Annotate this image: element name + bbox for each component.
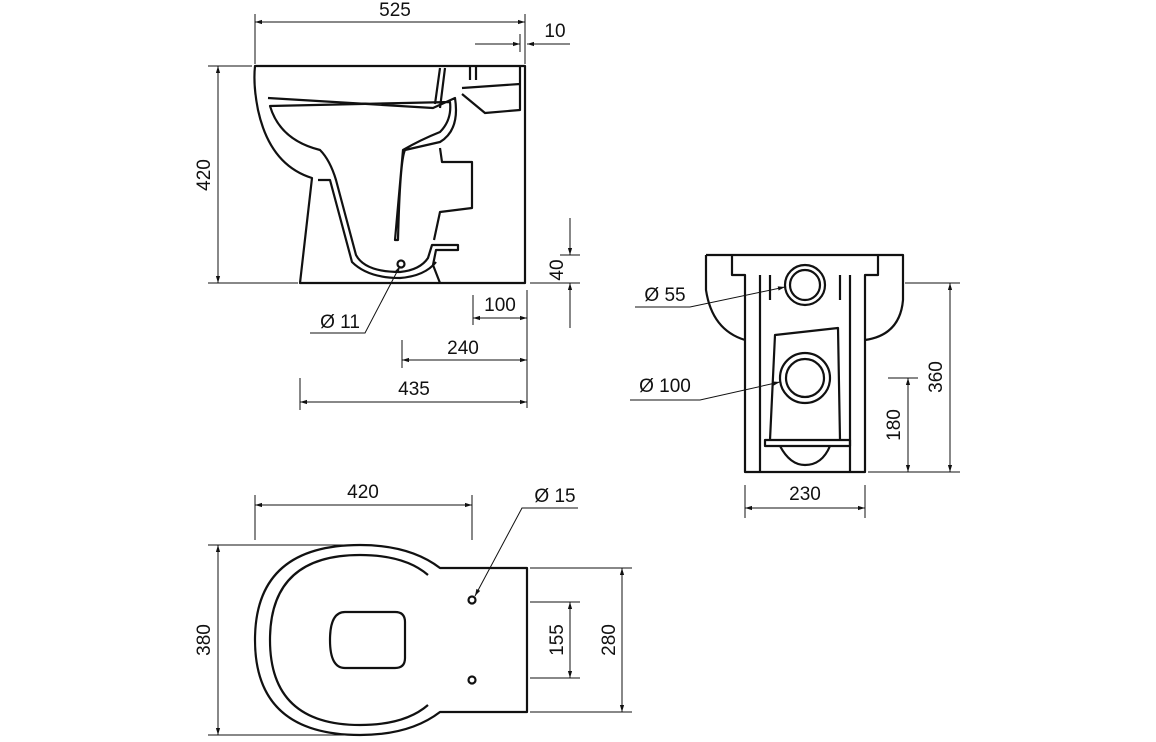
outlet-circle [778,351,832,405]
dim-label-100: 100 [484,295,516,316]
inlet-circle-inner [788,268,822,302]
dim-label-280: 280 [599,624,620,656]
dim-label-55: Ø 55 [644,285,685,306]
top-outline [253,543,529,737]
dim-label-240: 240 [447,338,479,359]
dim-label-10: 10 [544,21,565,42]
rear-profile [432,147,474,241]
dim-label-435: 435 [398,379,430,400]
rear-body [730,255,880,474]
dim-label-40: 40 [547,259,568,280]
dim-label-360: 360 [926,361,947,393]
dim-label-525: 525 [379,0,411,21]
outlet-trapezoid [763,326,852,467]
dim-label-15: Ø 15 [534,486,575,507]
side-view: 525 10 420 40 100 240 435 Ø 11 [194,0,580,410]
fixing-hole [467,595,477,605]
fixing-hole [467,675,477,685]
dim-label-380: 380 [194,624,215,656]
outlet-circle-inner [784,357,826,399]
bowl-opening [328,610,407,670]
dim-label-420-length: 420 [347,482,379,503]
inlet-circle [783,263,827,307]
seat-ring [268,553,429,727]
top-view: 420 380 155 280 Ø 15 [194,482,632,737]
dim-label-100-dia: Ø 100 [639,376,691,397]
rear-inner [758,275,852,472]
dim-label-180: 180 [884,409,905,441]
side-hole [396,259,406,269]
rear-view: Ø 55 Ø 100 360 180 230 [630,253,960,518]
bowl-outline [267,96,460,284]
dim-label-hole-11: Ø 11 [320,312,360,333]
outlet-spigot [433,66,522,115]
rear-rim [704,253,905,342]
dim-label-230: 230 [789,484,821,505]
side-outline [253,64,527,285]
dim-label-420-height: 420 [194,159,215,191]
dim-label-155: 155 [547,624,568,656]
trap-channel [318,178,437,280]
